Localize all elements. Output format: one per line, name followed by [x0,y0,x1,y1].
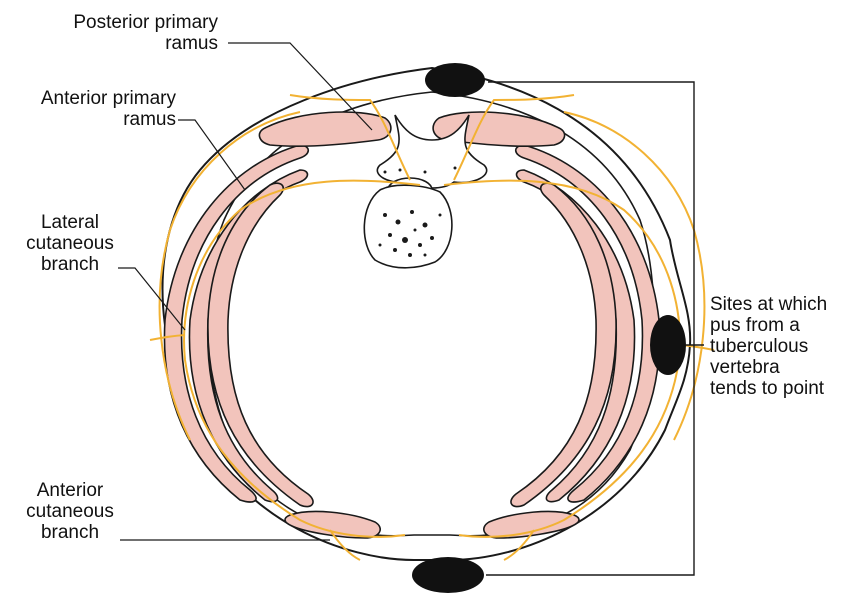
label-line: ramus [4,109,176,130]
pus-site-lateral [650,315,686,375]
label-line: ramus [38,33,218,54]
label-anterior-cutaneous-branch: Anterior cutaneous branch [22,480,118,543]
label-posterior-primary-ramus: Posterior primary ramus [38,12,218,54]
label-line: Posterior primary [38,12,218,33]
pus-site-anterior [412,557,484,593]
label-line: cutaneous [22,501,118,522]
label-line: tends to point [710,378,862,399]
label-line: Anterior primary [4,88,176,109]
pus-site-posterior [425,63,485,97]
label-line: Lateral [22,212,118,233]
label-line: Sites at which [710,294,862,315]
label-anterior-primary-ramus: Anterior primary ramus [4,88,176,130]
label-line: cutaneous [22,233,118,254]
label-lateral-cutaneous-branch: Lateral cutaneous branch [22,212,118,275]
label-line: vertebra [710,357,862,378]
label-line: branch [22,254,118,275]
label-pus-sites: Sites at which pus from a tuberculous ve… [710,294,862,399]
label-line: branch [22,522,118,543]
label-line: pus from a [710,315,862,336]
label-line: Anterior [22,480,118,501]
label-line: tuberculous [710,336,862,357]
